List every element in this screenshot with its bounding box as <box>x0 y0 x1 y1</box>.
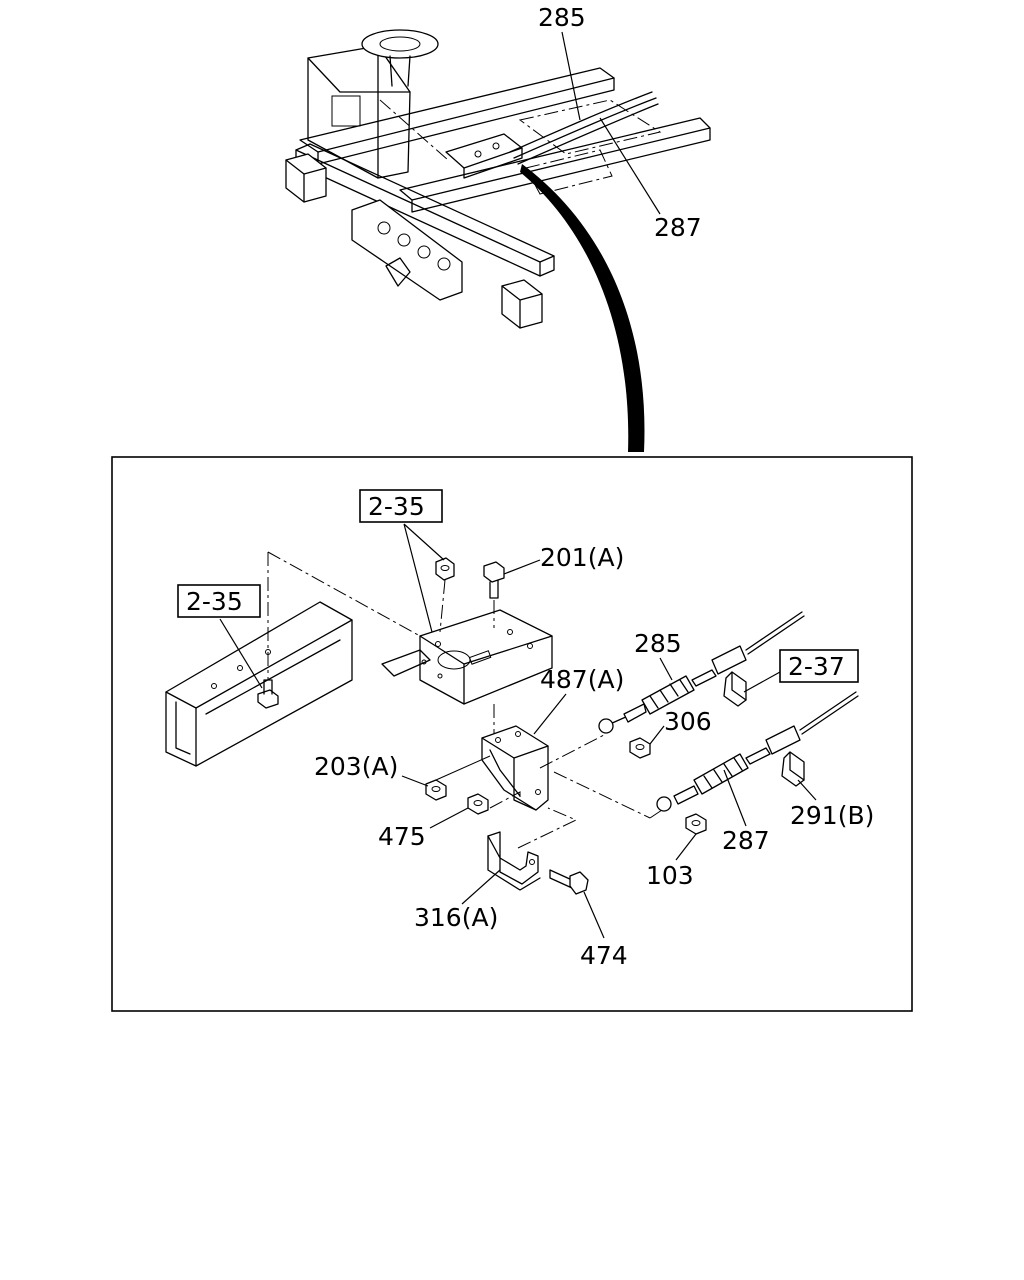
label-474: 474 <box>580 941 628 970</box>
clip-291b-icon <box>781 751 805 787</box>
nut-306-icon <box>629 737 651 759</box>
label-201a: 201(A) <box>540 543 624 572</box>
label-203a: 203(A) <box>314 752 398 781</box>
label-285-overview: 285 <box>538 3 586 32</box>
label-475: 475 <box>378 822 426 851</box>
rail-bolt-icon <box>257 689 279 709</box>
svg-text:2-37: 2-37 <box>788 652 845 681</box>
label-287-detail: 287 <box>722 826 770 855</box>
overview-chassis <box>285 29 711 329</box>
ref-box-2-35-left: 2-35 <box>177 584 263 689</box>
bolt-201a-icon <box>483 561 505 583</box>
bolt-474-icon <box>549 869 573 889</box>
label-103: 103 <box>646 861 694 890</box>
svg-text:2-35: 2-35 <box>186 587 243 616</box>
label-287-overview: 287 <box>654 213 702 242</box>
label-291b: 291(B) <box>790 801 874 830</box>
svg-text:2-35: 2-35 <box>368 492 425 521</box>
nut-top-icon <box>435 557 455 581</box>
steering-wheel-icon <box>361 29 439 59</box>
detail-labels: 201(A) 285 487(A) 306 203(A) 475 291(B) … <box>314 543 874 970</box>
zoom-connector <box>520 164 645 452</box>
label-316a: 316(A) <box>414 903 498 932</box>
nut-103-icon <box>685 813 707 835</box>
cable-287 <box>649 691 859 835</box>
ref-box-2-37: 2-37 <box>743 649 859 693</box>
detail-view <box>165 551 859 895</box>
nut-475-icon <box>467 793 489 815</box>
clip-upper-icon <box>723 671 747 707</box>
bracket-487a <box>481 725 549 811</box>
bracket-316a <box>487 831 539 885</box>
label-285-detail: 285 <box>634 629 682 658</box>
label-306: 306 <box>664 707 712 736</box>
cable-285 <box>598 611 805 759</box>
ref-box-2-35-top: 2-35 <box>359 489 445 633</box>
label-487a: 487(A) <box>540 665 624 694</box>
nut-203a-icon <box>425 779 447 801</box>
detail-frame <box>111 456 913 1012</box>
overview-labels: 285 287 <box>538 3 702 242</box>
overview-cables <box>509 91 659 165</box>
